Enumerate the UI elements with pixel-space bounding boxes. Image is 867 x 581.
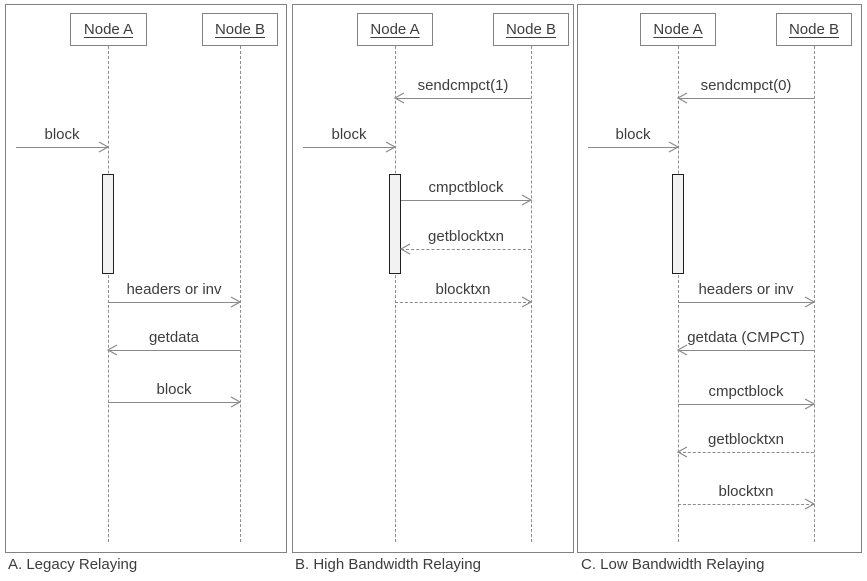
arrowhead-right-icon (521, 194, 532, 206)
arrowhead-left-icon (394, 92, 405, 104)
arrow-line (108, 350, 240, 351)
message-label: getdata (148, 329, 200, 346)
node-box-a: Node A (70, 13, 147, 46)
arrow-line (678, 98, 814, 99)
lifeline-node-a (395, 46, 396, 542)
lifeline-node-b (531, 46, 532, 542)
panel-high-bandwidth-relaying: Node A Node B sendcmpct(1) block cmpctbl… (292, 4, 574, 553)
arrowhead-right-icon (385, 141, 396, 153)
arrowhead-right-icon (804, 398, 815, 410)
message-label: cmpctblock (708, 383, 784, 400)
message-label: headers or inv (698, 281, 794, 298)
node-box-b: Node B (493, 13, 569, 46)
activation-bar (672, 174, 684, 274)
node-label: Node B (505, 21, 557, 38)
caption-high-bandwidth-relaying: B. High Bandwidth Relaying (295, 556, 481, 573)
lifeline-node-b (814, 46, 815, 542)
node-label: Node A (83, 21, 134, 38)
arrowhead-right-icon (230, 396, 241, 408)
message-label: blocktxn (718, 483, 774, 500)
arrow-line (395, 98, 531, 99)
lifeline-node-a (108, 46, 109, 542)
arrow-line (678, 404, 814, 405)
caption-low-bandwidth-relaying: C. Low Bandwidth Relaying (581, 556, 765, 573)
arrow-line (395, 302, 531, 303)
message-label: headers or inv (126, 281, 222, 298)
arrowhead-left-icon (107, 344, 118, 356)
arrow-line (401, 249, 531, 250)
arrow-line (588, 147, 678, 148)
node-label: Node A (653, 21, 703, 38)
arrowhead-left-icon (400, 243, 411, 255)
panel-legacy-relaying: Node A Node B block headers or inv getda… (5, 4, 287, 553)
arrowhead-right-icon (804, 296, 815, 308)
arrow-line (401, 200, 531, 201)
node-label: Node B (788, 21, 840, 38)
node-box-b: Node B (776, 13, 852, 46)
arrowhead-left-icon (677, 344, 688, 356)
message-label: getblocktxn (428, 228, 504, 245)
arrowhead-right-icon (668, 141, 679, 153)
node-box-b: Node B (202, 13, 278, 46)
message-label: block (156, 381, 192, 398)
arrowhead-right-icon (521, 296, 532, 308)
message-label: getblocktxn (708, 431, 784, 448)
activation-bar (389, 174, 401, 274)
arrow-line (678, 452, 814, 453)
arrow-line (16, 147, 108, 148)
arrowhead-right-icon (230, 296, 241, 308)
activation-bar (102, 174, 114, 274)
caption-legacy-relaying: A. Legacy Relaying (8, 556, 138, 573)
message-label: block (615, 126, 651, 143)
node-label: Node A (370, 21, 420, 38)
message-label: sendcmpct(1) (417, 77, 509, 94)
message-label: block (331, 126, 367, 143)
arrowhead-right-icon (98, 141, 109, 153)
arrowhead-left-icon (677, 446, 688, 458)
message-label: cmpctblock (428, 179, 504, 196)
node-box-a: Node A (640, 13, 716, 46)
node-label: Node B (214, 21, 266, 38)
arrow-line (108, 402, 240, 403)
arrow-line (678, 302, 814, 303)
arrowhead-left-icon (677, 92, 688, 104)
arrow-line (678, 504, 814, 505)
arrowhead-right-icon (804, 498, 815, 510)
message-label: sendcmpct(0) (700, 77, 792, 94)
panel-low-bandwidth-relaying: Node A Node B sendcmpct(0) block headers… (577, 4, 862, 553)
arrow-line (303, 147, 395, 148)
lifeline-node-b (240, 46, 241, 542)
lifeline-node-a (678, 46, 679, 542)
message-label: blocktxn (435, 281, 491, 298)
message-label: getdata (CMPCT) (687, 329, 805, 346)
node-box-a: Node A (357, 13, 433, 46)
message-label: block (44, 126, 80, 143)
arrow-line (678, 350, 814, 351)
arrow-line (108, 302, 240, 303)
